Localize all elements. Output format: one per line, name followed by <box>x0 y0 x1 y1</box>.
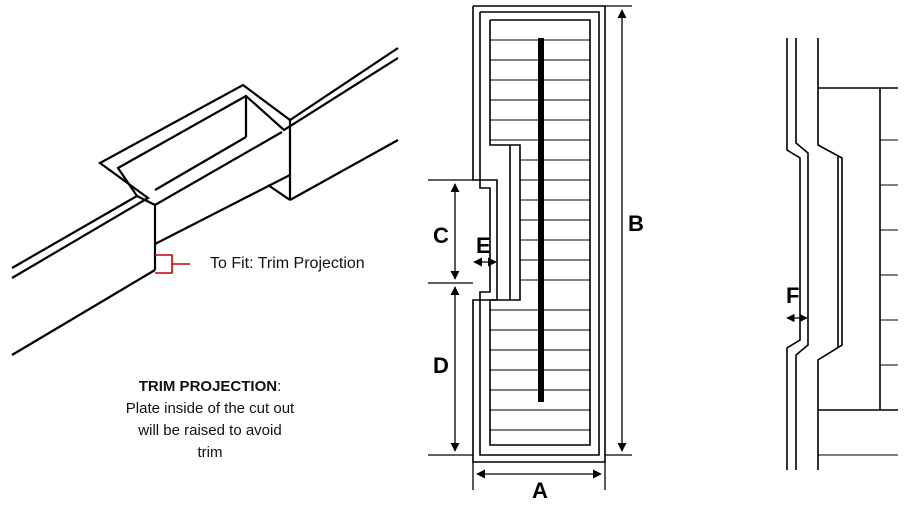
isometric-trim-drawing <box>11 47 399 356</box>
dimension-b-label: B <box>628 211 644 236</box>
dimension-d-label: D <box>433 353 449 378</box>
trim-projection-note: TRIM PROJECTION: Plate inside of the cut… <box>95 376 325 464</box>
detail-drawing <box>786 38 898 470</box>
note-line-2: will be raised to avoid <box>138 422 282 439</box>
dimension-f-label: F <box>786 283 800 308</box>
callout-text: To Fit: Trim Projection <box>210 255 365 272</box>
dimension-lines <box>428 5 632 490</box>
detail-treads <box>818 139 898 456</box>
note-separator: : <box>277 378 282 395</box>
callout-bracket <box>155 254 190 274</box>
dimension-c-label: C <box>433 223 449 248</box>
dimension-e-label: E <box>476 233 491 258</box>
dimension-a-label: A <box>532 478 548 503</box>
stair-plan <box>472 5 606 463</box>
note-title: TRIM PROJECTION <box>138 378 278 395</box>
note-line-3: trim <box>197 444 223 461</box>
note-title-line: TRIM PROJECTION: <box>95 376 325 398</box>
note-line-1: Plate inside of the cut out <box>125 400 295 417</box>
